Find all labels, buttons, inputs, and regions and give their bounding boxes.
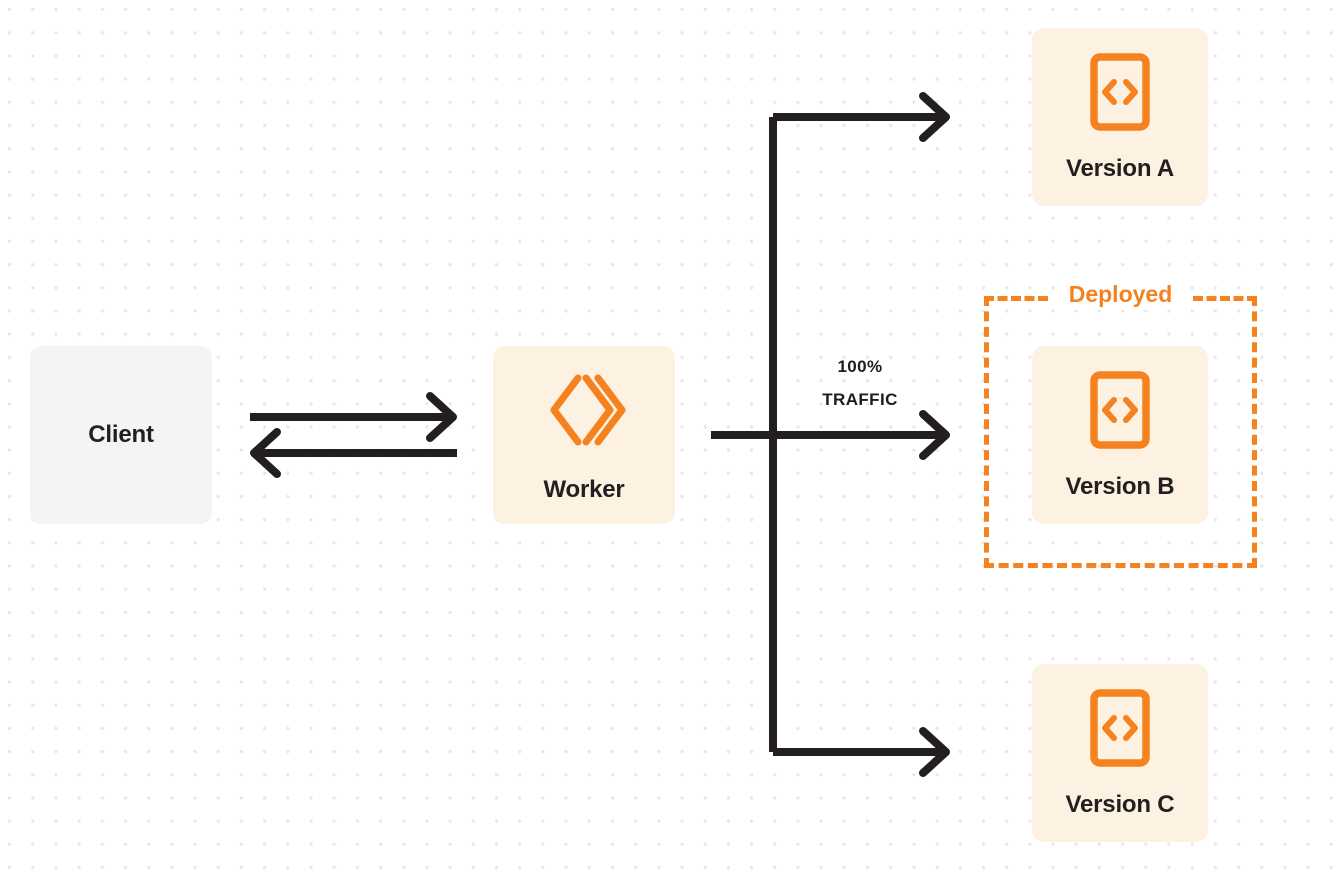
traffic-percent: 100%: [837, 357, 883, 376]
traffic-caption: TRAFFIC: [822, 390, 898, 410]
node-version-c[interactable]: Version C: [1032, 664, 1208, 842]
node-worker-label: Worker: [543, 476, 625, 503]
node-worker[interactable]: Worker: [493, 346, 675, 524]
node-version-a-label: Version A: [1065, 155, 1175, 182]
connector-worker-to-version-a: [773, 92, 950, 142]
connector-worker-to-version-c: [773, 727, 950, 777]
frame-edge-left: [984, 296, 989, 568]
deployed-frame: Deployed: [984, 280, 1257, 568]
frame-edge-top-right: [1193, 296, 1257, 301]
deployed-label: Deployed: [1060, 280, 1181, 310]
code-file-icon: [1090, 689, 1150, 767]
frame-edge-right: [1252, 296, 1257, 568]
code-file-icon: [1090, 371, 1150, 449]
node-version-b[interactable]: Version B: [1032, 346, 1208, 524]
frame-edge-top-left: [984, 296, 1048, 301]
frame-edge-bottom: [984, 563, 1257, 568]
node-version-c-label: Version C: [1065, 791, 1175, 818]
node-client-label: Client: [88, 421, 154, 448]
connector-worker-to-version-b: [711, 410, 950, 460]
connector-worker-to-client: [250, 428, 457, 478]
cloudflare-workers-logo-icon: [542, 368, 626, 452]
node-version-b-label: Version B: [1065, 473, 1175, 500]
code-file-icon: [1090, 53, 1150, 131]
connector-client-to-worker: [250, 392, 457, 442]
traffic-label: 100% TRAFFIC: [790, 350, 930, 416]
node-version-a[interactable]: Version A: [1032, 28, 1208, 206]
node-client[interactable]: Client: [30, 346, 212, 524]
